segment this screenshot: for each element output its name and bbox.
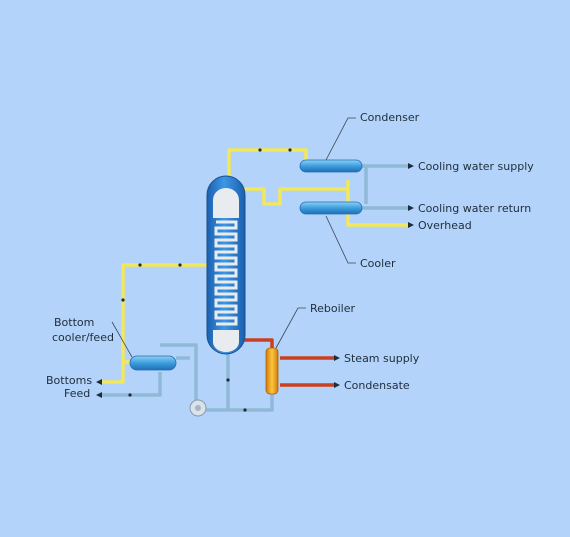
label-condenser: Condenser — [360, 111, 420, 124]
pump-discharge-line — [160, 343, 198, 400]
flow-dot — [178, 263, 182, 267]
reflux-line — [244, 180, 350, 206]
flow-dot — [138, 263, 142, 267]
bottom-cooler-exchanger — [129, 355, 177, 371]
feed-in-line — [100, 355, 125, 384]
label-cooling-water-supply: Cooling water supply — [418, 160, 534, 173]
flow-arrows — [96, 148, 414, 412]
cooling-water-lines — [100, 164, 410, 412]
flow-dot — [128, 393, 132, 397]
label-cooling-water-return: Cooling water return — [418, 202, 531, 215]
steam-lines — [243, 338, 336, 387]
label-reboiler: Reboiler — [310, 302, 356, 315]
leader-bottom-cooler — [111, 321, 133, 358]
feed-to-column-line — [121, 263, 208, 355]
pump-icon — [189, 399, 207, 417]
cooler-exchanger — [299, 201, 363, 215]
column-bottom-dome — [213, 330, 239, 352]
leader-reboiler — [275, 307, 306, 349]
column-trays — [214, 220, 238, 326]
label-bottom-cooler-line2: cooler/feed — [52, 331, 114, 344]
bottoms-line — [200, 352, 230, 412]
condenser-exchanger — [299, 159, 363, 173]
label-bottom-cooler-line1: Bottom — [54, 316, 94, 329]
flow-dot — [243, 408, 247, 412]
process-lines — [100, 148, 410, 384]
arrow-feed — [96, 379, 102, 385]
cooling-water-loop-line — [358, 164, 368, 204]
bottoms-out-line — [100, 372, 162, 397]
label-condensate: Condensate — [344, 379, 410, 392]
reboiler-vessel — [265, 347, 279, 395]
flow-dot — [288, 148, 292, 152]
arrow-bottoms — [96, 392, 102, 398]
reboiler-return-line — [228, 390, 274, 412]
column-top-dome — [213, 188, 239, 218]
label-steam-supply: Steam supply — [344, 352, 420, 365]
label-feed: Feed — [64, 387, 90, 400]
overhead-vapour-line — [227, 148, 308, 176]
overhead-product-line — [346, 214, 410, 227]
label-cooler: Cooler — [360, 257, 396, 270]
arrow-steam-supply — [334, 355, 340, 361]
label-bottoms: Bottoms — [46, 374, 92, 387]
arrow-condensate — [334, 382, 340, 388]
flow-dot — [258, 148, 262, 152]
label-overhead: Overhead — [418, 219, 472, 232]
arrow-cooling-water-return — [408, 205, 414, 211]
leader-condenser — [325, 117, 356, 161]
flow-dot — [121, 298, 125, 302]
flow-dot — [226, 378, 230, 382]
leader-lines — [111, 117, 356, 358]
distillation-column — [206, 175, 246, 355]
arrow-overhead — [408, 222, 414, 228]
leader-cooler — [325, 215, 356, 264]
arrow-cooling-water-supply — [408, 163, 414, 169]
